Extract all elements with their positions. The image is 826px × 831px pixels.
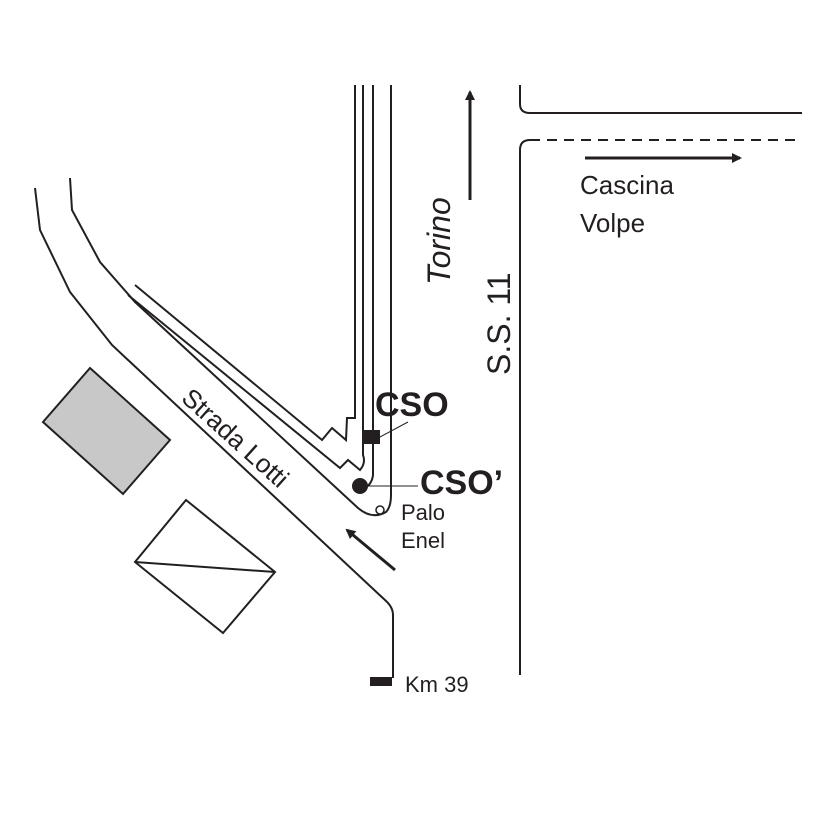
ss11-east-edge: [519, 139, 531, 675]
label-cascina: Cascina: [580, 170, 674, 200]
label-ss11: S.S. 11: [481, 272, 517, 375]
plot-diagonal: [134, 561, 276, 573]
channel-line: [127, 85, 365, 472]
road-outer-edge: [34, 187, 394, 678]
label-torino: Torino: [421, 197, 457, 285]
label-strada-lotti: Strada Lotti: [176, 382, 295, 493]
label-enel: Enel: [401, 528, 445, 553]
label-cso: CSO: [375, 386, 449, 424]
building: [41, 366, 172, 496]
ss11-right-edge: [519, 85, 802, 114]
km-marker-icon: [370, 677, 392, 686]
arrow-direction-icon: [345, 528, 396, 572]
label-km: Km 39: [405, 672, 469, 697]
cso-leader: [379, 421, 409, 438]
cso-marker-icon: [362, 430, 380, 444]
road-inner-edge: [69, 85, 392, 517]
label-cso-prime: CSO’: [420, 464, 503, 502]
pole-icon: [375, 505, 385, 515]
channel-line: [134, 85, 356, 443]
label-volpe: Volpe: [580, 208, 645, 238]
cso-prime-marker-icon: [352, 478, 368, 494]
label-palo: Palo: [401, 500, 445, 525]
